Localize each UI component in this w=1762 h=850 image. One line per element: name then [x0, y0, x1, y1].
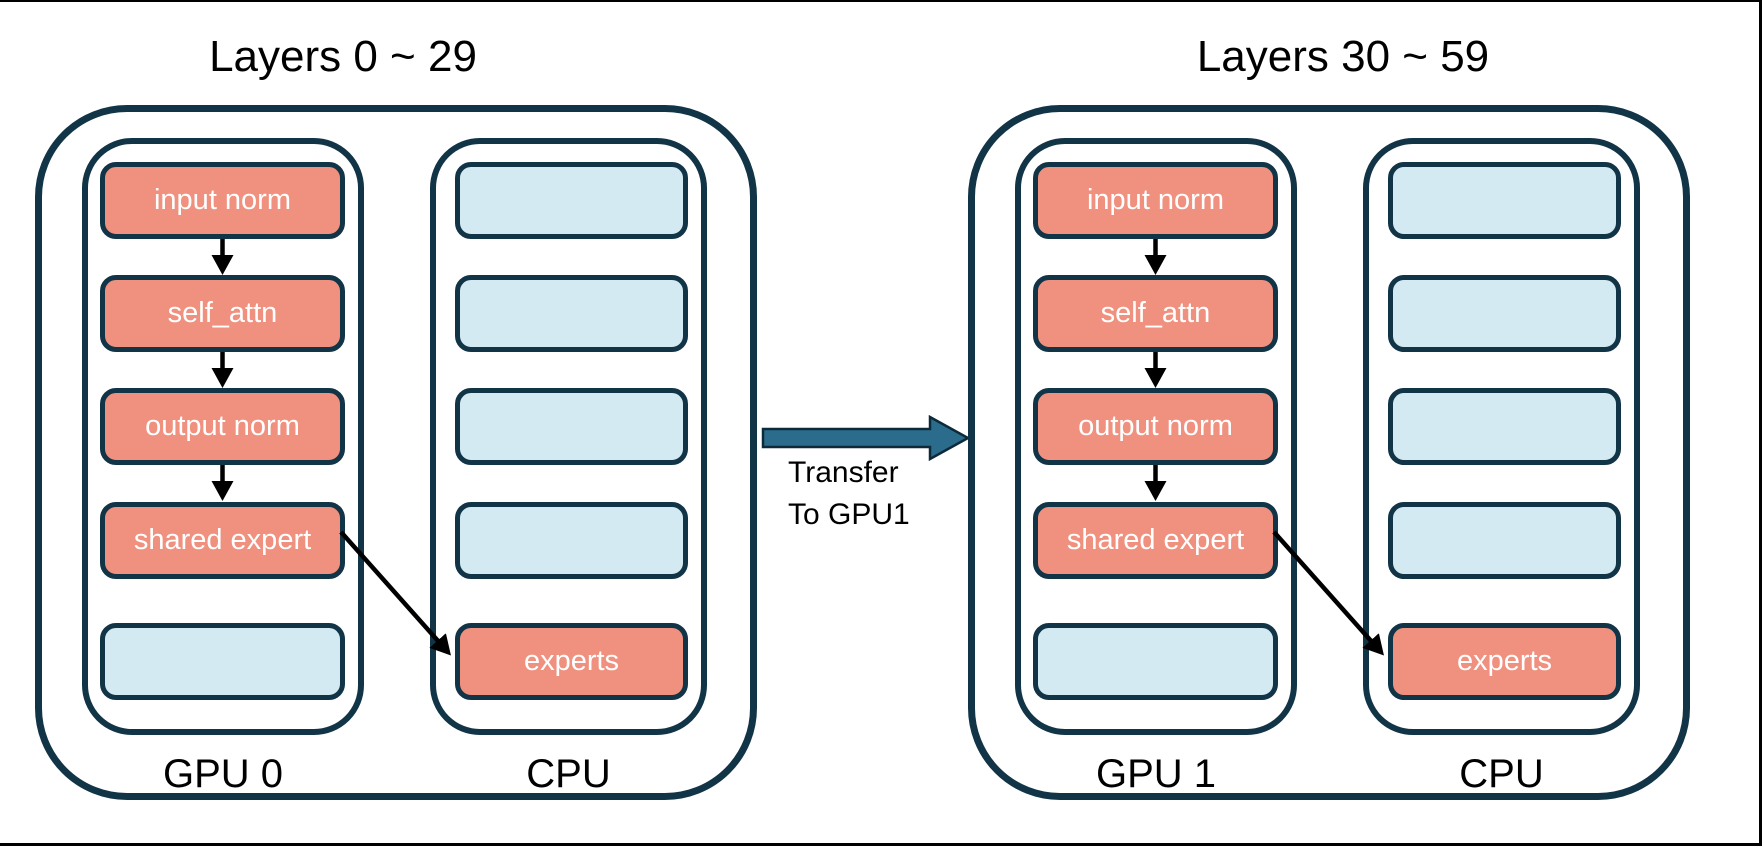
module-box-input-norm: input norm: [1033, 162, 1278, 239]
group0-node-container: input norm self_attn output norm shared …: [35, 105, 757, 800]
transfer-arrow-icon: [761, 414, 971, 462]
empty-slot: [100, 623, 345, 700]
cpu-device-label: CPU: [1459, 752, 1544, 796]
frame-bottom-line: [0, 843, 1762, 846]
group0-cpu-column: experts: [430, 138, 707, 735]
empty-slot: [455, 275, 688, 352]
frame-top-line: [0, 0, 1762, 2]
group1-gpu-column: input norm self_attn output norm shared …: [1015, 138, 1297, 735]
gpu-device-label: GPU 0: [162, 752, 284, 796]
group0-title: Layers 0 ~ 29: [209, 32, 477, 81]
empty-slot: [455, 388, 688, 465]
group1-cpu-column: experts: [1363, 138, 1640, 735]
empty-slot: [455, 502, 688, 579]
transfer-label-line2: To GPU1: [788, 498, 910, 531]
transfer-label: Transfer To GPU1: [788, 452, 910, 536]
module-box-output-norm: output norm: [1033, 388, 1278, 465]
gpu-device-label: GPU 1: [1095, 752, 1217, 796]
empty-slot: [1388, 275, 1621, 352]
cpu-device-label: CPU: [526, 752, 611, 796]
empty-slot: [1388, 502, 1621, 579]
empty-slot: [1388, 162, 1621, 239]
empty-slot: [455, 162, 688, 239]
module-box-output-norm: output norm: [100, 388, 345, 465]
empty-slot: [1033, 623, 1278, 700]
module-box-input-norm: input norm: [100, 162, 345, 239]
transfer-label-line1: Transfer: [788, 456, 899, 489]
module-box-self-attn: self_attn: [1033, 275, 1278, 352]
module-box-experts: experts: [1388, 623, 1621, 700]
module-box-experts: experts: [455, 623, 688, 700]
empty-slot: [1388, 388, 1621, 465]
group1-node-container: input norm self_attn output norm shared …: [968, 105, 1690, 800]
group0-gpu-column: input norm self_attn output norm shared …: [82, 138, 364, 735]
module-box-shared-expert: shared expert: [1033, 502, 1278, 579]
module-box-self-attn: self_attn: [100, 275, 345, 352]
frame-right-line: [1759, 0, 1762, 846]
group1-title: Layers 30 ~ 59: [1196, 32, 1490, 81]
module-box-shared-expert: shared expert: [100, 502, 345, 579]
